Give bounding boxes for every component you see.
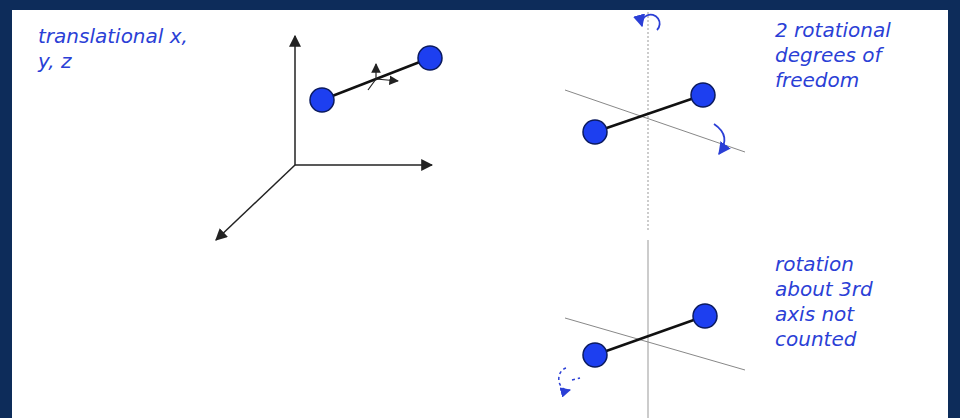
bond bbox=[595, 95, 703, 132]
rotation-figure bbox=[565, 12, 745, 232]
dash-mark bbox=[572, 378, 580, 380]
axis bbox=[295, 164, 432, 166]
atom bbox=[583, 343, 607, 367]
small-axis bbox=[368, 79, 376, 90]
molecule bbox=[310, 46, 442, 112]
small-axis bbox=[375, 64, 376, 79]
atom bbox=[418, 46, 442, 70]
rotation-arrow bbox=[714, 124, 724, 154]
rotation-arrow bbox=[559, 368, 570, 390]
rotation-axis bbox=[648, 240, 649, 418]
handwritten-note: translational x, y, z bbox=[38, 24, 198, 74]
atom bbox=[583, 120, 607, 144]
rotation-figure bbox=[559, 240, 745, 418]
axis bbox=[294, 36, 296, 165]
rotation-axis bbox=[565, 90, 745, 152]
handwritten-note: 2 rotational degrees of freedom bbox=[775, 18, 925, 93]
atom bbox=[693, 304, 717, 328]
atom bbox=[691, 83, 715, 107]
axis bbox=[216, 165, 295, 240]
bond bbox=[322, 58, 430, 100]
rotation-axis bbox=[648, 12, 649, 232]
rotation-axis bbox=[565, 318, 745, 370]
atom bbox=[310, 88, 334, 112]
bond bbox=[595, 316, 705, 355]
handwritten-note: rotation about 3rd axis not counted bbox=[775, 252, 900, 352]
coordinate-axes bbox=[216, 36, 432, 240]
small-axis bbox=[376, 79, 398, 81]
rotation-arrow bbox=[642, 15, 660, 30]
